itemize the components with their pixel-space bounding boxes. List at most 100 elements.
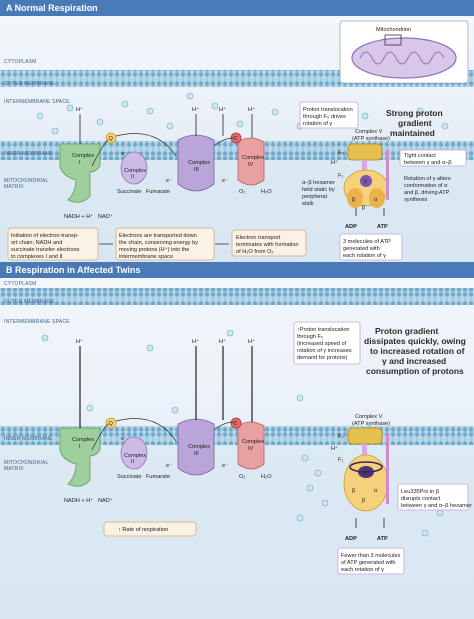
matrix-b (0, 445, 474, 619)
svg-text:↑ Rate of respiration: ↑ Rate of respiration (118, 527, 168, 533)
f0-label-b: F₀ (338, 434, 344, 440)
succinate-label-b: Succinate (117, 474, 142, 480)
beta-label-2-b: β (362, 498, 365, 504)
complex-1-number: I (79, 160, 81, 166)
nadh-label-a: NADH + H⁺ (64, 213, 93, 220)
outer-membrane-b (0, 288, 474, 305)
note-proton-translocation-b: ↑Proton translocation through F₀ (increa… (293, 321, 361, 365)
zone-matrix2-a: MATRIX (4, 184, 24, 190)
fumarate-label-b: Fumarate (146, 474, 170, 480)
headline-a: Strong proton gradient maintained (386, 108, 443, 138)
note-rate-respiration-b: ↑ Rate of respiration (103, 521, 197, 537)
complex-4-number: IV (248, 162, 254, 168)
svg-text:IV: IV (248, 446, 254, 452)
electron-path-b (91, 418, 235, 451)
svg-text:Complex: Complex (188, 444, 210, 450)
nadh-label-b: NADH + H⁺ (64, 497, 93, 504)
q-label-a: Q (109, 136, 114, 142)
e-label-3-a: e⁻ (222, 178, 228, 184)
note-hexamer-a: α–β hexamer held static by peripheral st… (302, 180, 335, 207)
complex-5-atp-synthase-b (343, 427, 389, 512)
complex-2-label: Complex (124, 168, 146, 174)
svg-text:demand for protons): demand for protons) (297, 355, 348, 361)
fumarate-label-a: Fumarate (146, 189, 170, 195)
svg-text:dissipates quickly, owing: dissipates quickly, owing (364, 336, 466, 346)
panel-b-title: B Respiration in Affected Twins (0, 262, 474, 278)
f0-label-a: F₀ (338, 150, 344, 156)
svg-text:γ and increased: γ and increased (382, 356, 446, 366)
panel-affected-twins: B Respiration in Affected Twins CYTOPLAS… (0, 262, 474, 619)
beta-label-1-b: β (352, 488, 355, 494)
complex-2-b: Complex II (120, 436, 148, 470)
svg-text:each rotation of γ: each rotation of γ (341, 567, 384, 573)
beta-label-1-a: β (352, 197, 355, 203)
zone-cytoplasm-a: CYTOPLASM (4, 59, 37, 65)
svg-text:Complex: Complex (72, 437, 94, 443)
e-label-2-a: e⁻ (166, 178, 172, 184)
svg-text:peripheral: peripheral (302, 194, 327, 200)
svg-text:(increased speed of: (increased speed of (297, 341, 347, 347)
panel-a-diagram: CYTOPLASM OUTER MEMBRANE INTERMEMBRANE S… (0, 16, 474, 262)
complex-1-label: Complex (72, 153, 94, 159)
svg-text:rotation of γ: rotation of γ (303, 121, 332, 127)
atp-label-a: ATP (377, 224, 388, 230)
svg-text:and β, driving ATP: and β, driving ATP (404, 190, 450, 196)
adp-atp-arrows-a (355, 208, 385, 216)
svg-text:α–β hexamer: α–β hexamer (302, 180, 335, 186)
note-proton-translocation-a: Proton translocation through F₀ drives r… (299, 101, 359, 129)
nad-label-b: NAD⁺ (98, 497, 113, 504)
electron-path-a (91, 133, 235, 167)
e-label-1-a: e⁻ (121, 151, 127, 157)
flow-box-termination: Electron transport terminates with forma… (231, 229, 307, 257)
alpha-label-a: α (374, 197, 378, 203)
complex-5-sublabel-a: (ATP synthase) (352, 136, 390, 142)
complex-4-b: Complex IV (237, 421, 265, 470)
svg-text:III: III (194, 451, 199, 457)
svg-text:Strong proton: Strong proton (386, 108, 443, 118)
zone-intermembrane-a: INTERMEMBRANE SPACE (4, 99, 70, 105)
headline-b: Proton gradient dissipates quickly, owin… (364, 326, 466, 376)
ubiquinone-q-b (105, 417, 117, 429)
svg-text:to increased rotation of: to increased rotation of (370, 346, 465, 356)
svg-text:Initiation of electron-transp-: Initiation of electron-transp- (11, 233, 79, 239)
svg-text:of H₂O from O₂: of H₂O from O₂ (236, 249, 274, 255)
svg-text:generated with: generated with (343, 246, 380, 252)
atp-label-b: ATP (377, 536, 388, 542)
zone-matrix2-b: MATRIX (4, 466, 24, 472)
svg-text:ort chain: NADH and: ort chain: NADH and (11, 240, 62, 246)
e-label-1-b: e⁻ (121, 436, 127, 442)
svg-text:Electron transport: Electron transport (236, 235, 281, 241)
note-atp-yield-a: 3 molecules of ATP generated with each r… (339, 233, 403, 261)
panel-normal-respiration: A Normal Respiration CYTOPLASM OUTER MEM… (0, 0, 474, 262)
alpha-label-b: α (374, 488, 378, 494)
complex-4-label: Complex (242, 155, 264, 161)
svg-text:Fewer than 3 molecules: Fewer than 3 molecules (341, 553, 401, 559)
svg-text:to complexes I and II: to complexes I and II (11, 254, 63, 260)
flow-box-transport: Electrons are transported down the chain… (115, 227, 215, 261)
inset-label: Mitochondrion (376, 27, 411, 33)
svg-text:each rotation of γ: each rotation of γ (343, 253, 386, 259)
f1-label-b: F₁ (338, 457, 343, 463)
complex-4-a: Complex IV (237, 137, 265, 186)
svg-text:3 molecules of ATP: 3 molecules of ATP (343, 239, 391, 245)
h2o-label-b: H₂O (261, 474, 272, 480)
complex-3-a: Complex III (177, 134, 215, 192)
svg-text:Tight contact: Tight contact (404, 153, 436, 159)
panel-b-diagram: CYTOPLASM OUTER MEMBRANE INTERMEMBRANE S… (0, 278, 474, 619)
ubiquinone-q-a (105, 132, 117, 144)
h2o-label-a: H₂O (261, 189, 272, 195)
h-pump-3-a: H⁺ (219, 106, 226, 113)
proton-pump-arrows-b (79, 346, 253, 428)
note-rotation-a: Rotation of γ alters conformation of α a… (404, 176, 451, 203)
zone-outer-membrane-b: OUTER MEMBRANE (4, 299, 55, 305)
svg-text:Complex: Complex (242, 439, 264, 445)
svg-text:terminates with formation: terminates with formation (236, 242, 299, 248)
proton-pump-arrows-a (79, 114, 253, 144)
note-fewer-atp-b: Fewer than 3 molecules of ATP generated … (337, 547, 405, 575)
complex-1-a: Complex I (59, 143, 101, 203)
q-label-b: Q (109, 421, 114, 427)
f1-label-a: F₁ (338, 173, 343, 179)
svg-text:succinate transfer electrons: succinate transfer electrons (11, 247, 80, 253)
svg-text:stalk: stalk (302, 201, 314, 207)
note-tight-contact-a: Tight contact between γ and α–β (399, 149, 467, 167)
